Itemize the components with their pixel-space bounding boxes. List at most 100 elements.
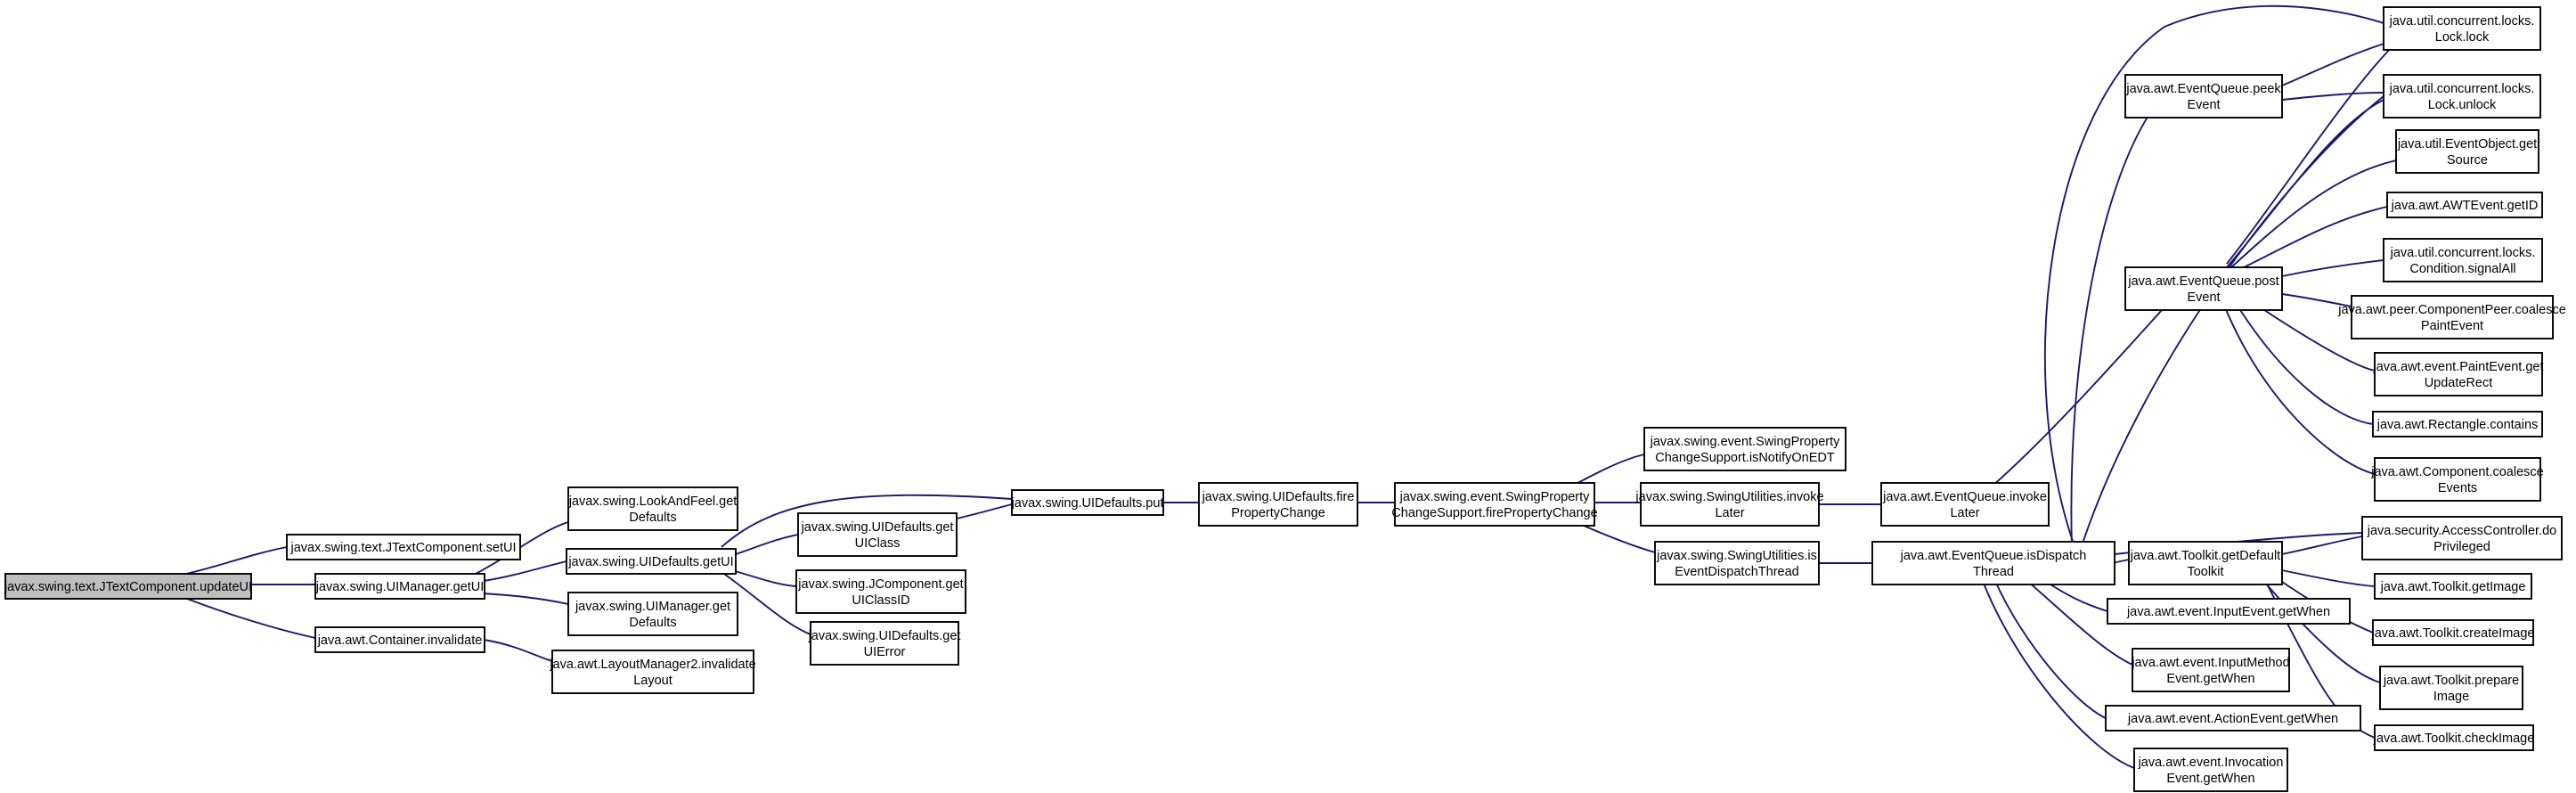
node-label: javax.swing.JComponent.get [797, 577, 963, 592]
node-label: java.awt.Toolkit.createImage [2371, 626, 2535, 641]
edge-peekEvent-lockLock [2281, 42, 2388, 86]
edge-uimgrGetUI-uidefGetUI [483, 560, 567, 582]
node-box [2105, 705, 2361, 732]
node-label: java.util.EventObject.get [2397, 137, 2537, 151]
node-label: java.awt.LayoutManager2.invalidate [549, 658, 755, 672]
node-checkImage[interactable]: java.awt.Toolkit.checkImage [2373, 724, 2535, 751]
node-rectContains[interactable]: java.awt.Rectangle.contains [2372, 411, 2543, 437]
node-uidefGetUI[interactable]: javax.swing.UIDefaults.getUI [566, 548, 737, 575]
node-label: Event [2187, 290, 2220, 305]
node-put[interactable]: javax.swing.UIDefaults.put [1011, 489, 1164, 516]
node-box [551, 650, 754, 694]
node-box [1654, 541, 1820, 585]
edge-uimgrGetUI-lafGetDefaults [471, 521, 569, 576]
node-box [2383, 238, 2543, 282]
node-box [2107, 598, 2351, 625]
node-label: PaintEvent [2421, 319, 2483, 333]
edge-invalidate-lm2Invalidate [483, 639, 553, 662]
node-setUI[interactable]: javax.swing.text.JTextComponent.setUI [286, 534, 521, 560]
node-box [2374, 352, 2543, 396]
node-spcsFirePC[interactable]: javax.swing.event.SwingPropertyChangeSup… [1391, 482, 1598, 527]
node-createImage[interactable]: java.awt.Toolkit.createImage [2371, 619, 2535, 646]
node-firePC[interactable]: javax.swing.UIDefaults.firePropertyChang… [1198, 482, 1358, 527]
nodes: javax.swing.text.JTextComponent.updateUI… [4, 6, 2566, 792]
node-label: Image [2433, 690, 2469, 704]
node-box [567, 486, 738, 531]
edge-postEvent-getUpdateRect [2253, 302, 2376, 372]
node-label: Condition.signalAll [2409, 262, 2515, 276]
node-box [2128, 541, 2283, 585]
node-doPrivileged[interactable]: java.security.AccessController.doPrivile… [2361, 516, 2563, 560]
node-box [2133, 748, 2288, 792]
node-uimgrGetUI[interactable]: javax.swing.UIManager.getUI [314, 573, 485, 600]
node-label: Lock.lock [2435, 30, 2490, 45]
node-updateUI[interactable]: javax.swing.text.JTextComponent.updateUI [4, 573, 252, 600]
node-label: Thread [1973, 565, 2014, 579]
node-label: java.util.concurrent.locks. [2389, 14, 2535, 29]
node-box [2386, 192, 2543, 218]
node-label: java.util.concurrent.locks. [2390, 246, 2536, 260]
node-getID[interactable]: java.awt.AWTEvent.getID [2386, 192, 2543, 218]
node-isNotifyOnEDT[interactable]: javax.swing.event.SwingPropertyChangeSup… [1643, 427, 1846, 471]
node-lockLock[interactable]: java.util.concurrent.locks.Lock.lock [2383, 6, 2541, 51]
node-label: java.awt.EventQueue.isDispatch [1900, 549, 2087, 563]
edge-getDefaultToolkit-prepareImage [2258, 575, 2381, 683]
edge-eqInvokeLater-postEvent [1991, 300, 2171, 487]
edge-peekEvent-lockUnlock [2281, 92, 2384, 101]
node-label: javax.swing.event.SwingProperty [1650, 435, 1841, 449]
edges [177, 4, 2397, 769]
node-label: java.awt.EventQueue.invoke [1882, 490, 2047, 504]
node-inputEventGetWhen[interactable]: java.awt.event.InputEvent.getWhen [2107, 598, 2351, 625]
node-box [2351, 295, 2554, 339]
node-label: UIClass [855, 536, 901, 551]
node-label: java.awt.Toolkit.checkImage [2373, 732, 2535, 746]
node-label: javax.swing.SwingUtilities.is [1656, 549, 1817, 563]
node-label: javax.swing.UIDefaults.fire [1202, 490, 1355, 504]
node-label: javax.swing.text.JTextComponent.updateUI [4, 580, 252, 594]
node-label: java.awt.event.InputEvent.getWhen [2126, 605, 2330, 619]
node-label: java.awt.Component.coalesce [2370, 465, 2543, 479]
node-label: java.util.concurrent.locks. [2389, 82, 2535, 96]
node-box [2374, 573, 2532, 600]
node-box [1198, 482, 1358, 527]
node-coalescePaint[interactable]: java.awt.peer.ComponentPeer.coalescePain… [2337, 295, 2566, 339]
node-actionEventGetWhen[interactable]: java.awt.event.ActionEvent.getWhen [2105, 705, 2361, 732]
edge-getDefaultToolkit-doPrivileged [2281, 535, 2363, 555]
node-lockUnlock[interactable]: java.util.concurrent.locks.Lock.unlock [2383, 74, 2541, 119]
node-label: Toolkit [2187, 565, 2223, 579]
node-label: javax.swing.UIDefaults.put [1011, 496, 1164, 511]
node-label: Later [1950, 506, 1979, 520]
node-label: javax.swing.SwingUtilities.invoke [1634, 490, 1823, 504]
node-box [1011, 489, 1164, 516]
node-label: Defaults [629, 511, 676, 525]
node-box [2374, 724, 2534, 751]
edge-eqIsDispatch-imeGetWhen [2026, 580, 2133, 666]
node-label: EventDispatchThread [1675, 565, 1798, 579]
node-signalAll[interactable]: java.util.concurrent.locks. Condition.sig… [2383, 238, 2543, 282]
node-suIsEDT[interactable]: javax.swing.SwingUtilities.isEventDispat… [1654, 541, 1820, 585]
node-invalidate[interactable]: java.awt.Container.invalidate [314, 626, 485, 653]
node-box [2395, 129, 2539, 174]
node-label: Event [2187, 98, 2220, 112]
node-box [2361, 516, 2563, 560]
node-box [567, 592, 738, 636]
node-getImage[interactable]: java.awt.Toolkit.getImage [2374, 573, 2532, 600]
